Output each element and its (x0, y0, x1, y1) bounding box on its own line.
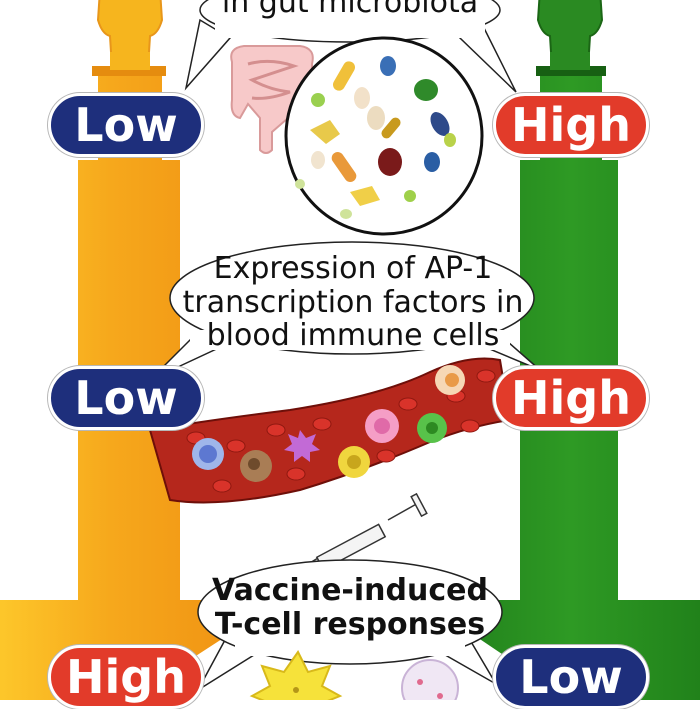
ap1-line-1: Expression of AP-1 (213, 251, 493, 286)
vaccine-line-2: T-cell responses (214, 606, 486, 642)
person-icon (96, 0, 164, 70)
blood-vessel-icon (148, 357, 512, 504)
level-pill-vaccine-right: Low (493, 645, 649, 709)
syringe-icon (281, 492, 428, 581)
level-pill-ap1-right: High (493, 366, 649, 430)
microbiota-label: in gut microbiota (221, 0, 479, 20)
ap1-line-3: blood immune cells (206, 318, 500, 354)
bacteria-circle-icon (284, 36, 484, 236)
vaccine-label: Vaccine-induced T-cell responses (190, 574, 510, 641)
ap1-label: Expression of AP-1 transcription factors… (178, 252, 528, 353)
level-pill-microbiota-right: High (493, 93, 649, 157)
t-cell-icon (249, 650, 459, 700)
speech-bubble-ap1 (149, 241, 541, 381)
ap1-line-2: transcription factors in (182, 284, 524, 320)
person-icon (536, 0, 604, 70)
level-pill-microbiota-left: Low (48, 93, 204, 157)
speech-bubble-vaccine (195, 559, 503, 693)
level-pill-ap1-left: Low (48, 366, 204, 430)
vaccine-line-1: Vaccine-induced (212, 573, 488, 608)
speech-bubble-microbiota (184, 0, 517, 93)
level-pill-vaccine-left: High (48, 645, 204, 709)
